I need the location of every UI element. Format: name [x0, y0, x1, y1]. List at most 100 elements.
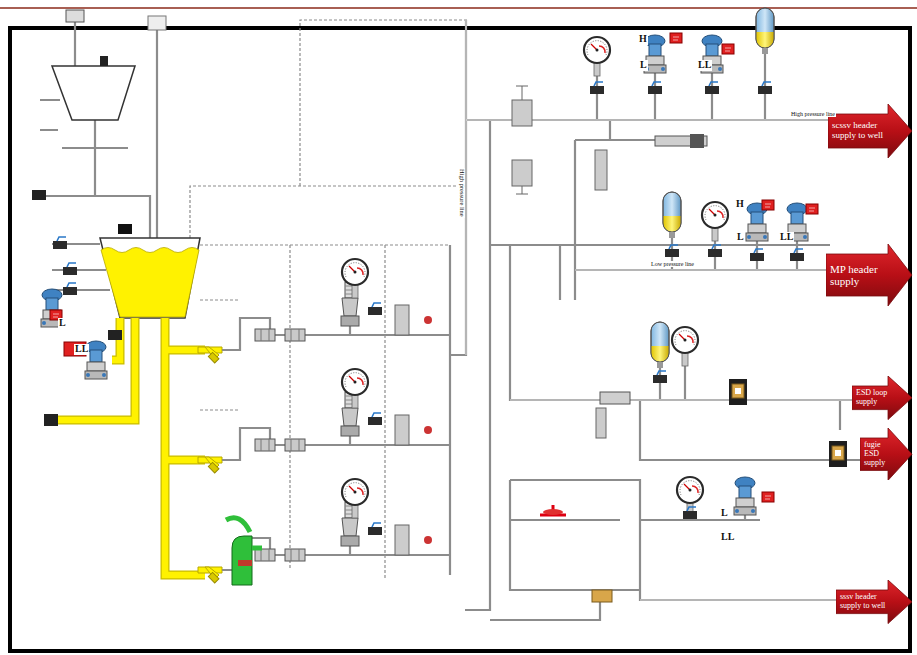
- sol-symbol: [829, 441, 847, 467]
- path-shape: [597, 52, 797, 270]
- rect-shape: [66, 10, 84, 22]
- polygon-shape: [100, 238, 200, 318]
- tag-symbol: [806, 204, 818, 214]
- rect-shape: [600, 392, 630, 404]
- chk-symbol: [255, 329, 275, 341]
- level-tag: H: [735, 199, 745, 210]
- vlv-symbol: [758, 82, 772, 94]
- level-tag: H: [638, 34, 648, 45]
- arrow-label: scssv header supply to well: [832, 121, 888, 141]
- supply-arrow: scssv header supply to well: [828, 104, 914, 158]
- path-shape: [252, 546, 262, 551]
- vlv-symbol: [590, 82, 604, 94]
- supply-arrow: sssv header supply to well: [836, 580, 914, 624]
- circle-shape: [424, 316, 432, 324]
- ellipse-shape: [543, 509, 563, 515]
- path-shape: [10, 28, 910, 651]
- gauge-symbol: [677, 477, 703, 516]
- tag-symbol: [722, 44, 734, 54]
- level-tag: L: [736, 232, 745, 243]
- chk-symbol: [285, 329, 305, 341]
- vlv-symbol: [368, 523, 382, 535]
- path-shape: [466, 20, 860, 600]
- frame: [0, 8, 917, 651]
- arrow-outline: [828, 104, 912, 158]
- acc-symbol: [756, 8, 774, 54]
- line-label: High pressure line: [458, 168, 465, 218]
- level-tag: LL: [697, 60, 712, 71]
- chk-symbol: [285, 549, 305, 561]
- vlv-symbol: [790, 249, 804, 261]
- arrow-label: sssv header supply to well: [840, 593, 888, 611]
- rect-shape: [395, 415, 409, 445]
- level-tag: L: [58, 318, 67, 329]
- path-shape: [190, 20, 468, 238]
- rect-shape: [395, 525, 409, 555]
- pipework: [36, 20, 860, 620]
- hand-pump: [226, 518, 262, 585]
- rect-shape: [108, 330, 122, 340]
- arrow-text-box: scssv header supply to well: [832, 121, 888, 141]
- rect-shape: [512, 160, 532, 186]
- supply-arrow: ESD loop supply: [852, 376, 914, 420]
- path-shape: [490, 480, 860, 620]
- path-shape: [232, 536, 252, 585]
- sol-symbol: [729, 379, 747, 405]
- path-shape: [510, 245, 860, 460]
- path-shape: [516, 86, 528, 194]
- tag-symbol: [762, 200, 774, 210]
- arrow-outline: [852, 376, 912, 420]
- line-shape: [0, 7, 917, 9]
- arrow-outline: [860, 428, 912, 480]
- gauge-symbol: [672, 327, 698, 366]
- rect-shape: [395, 305, 409, 335]
- path-shape: [240, 318, 400, 555]
- level-tag: L: [639, 60, 648, 71]
- rect-shape: [592, 590, 612, 602]
- vlv-symbol: [653, 371, 667, 383]
- arrow-text-box: MP header supply: [830, 263, 888, 287]
- rect-shape: [148, 16, 166, 30]
- rect-shape: [238, 560, 252, 566]
- line-label: High pressure line: [790, 111, 836, 117]
- scssv-group: [584, 8, 774, 94]
- rect-shape: [44, 414, 58, 426]
- circle-shape: [424, 426, 432, 434]
- path-shape: [640, 352, 760, 520]
- arrow-outline: [836, 580, 912, 624]
- supply-arrow: MP header supply: [826, 244, 914, 306]
- vlv-symbol: [63, 283, 77, 295]
- esd-group: [651, 322, 847, 467]
- str-symbol: [198, 457, 222, 473]
- level-tag: L: [720, 508, 729, 519]
- path-shape: [50, 318, 205, 575]
- pump-rows: [198, 259, 432, 583]
- arrow-label: ESD loop supply: [856, 389, 888, 407]
- rect-shape: [595, 150, 607, 190]
- vlv-symbol: [708, 245, 722, 257]
- gauge-symbol: [342, 369, 368, 408]
- polygon-shape: [52, 66, 135, 120]
- vlv-symbol: [750, 249, 764, 261]
- path-shape: [222, 325, 240, 570]
- arrow-label: MP header supply: [830, 263, 888, 287]
- gauge-symbol: [342, 259, 368, 298]
- gauge-symbol: [342, 479, 368, 518]
- level-tag: LL: [74, 344, 89, 355]
- path-shape: [226, 518, 250, 532]
- tag-symbol: [670, 33, 682, 43]
- chk-symbol: [255, 549, 275, 561]
- rect-shape: [512, 100, 532, 126]
- path-shape: [101, 248, 199, 318]
- reservoir-tank: [41, 224, 205, 575]
- gauge-symbol: [584, 37, 610, 76]
- vlv-symbol: [53, 237, 67, 249]
- rect-shape: [32, 190, 46, 200]
- acc-symbol: [663, 192, 681, 238]
- tx-symbol: [734, 477, 756, 515]
- arrow-text-box: fugie ESD supply: [864, 441, 888, 467]
- arrow-label: fugie ESD supply: [864, 441, 888, 467]
- rect-shape: [100, 56, 108, 66]
- arrow-text-box: ESD loop supply: [856, 389, 888, 407]
- vlv-symbol: [665, 245, 679, 257]
